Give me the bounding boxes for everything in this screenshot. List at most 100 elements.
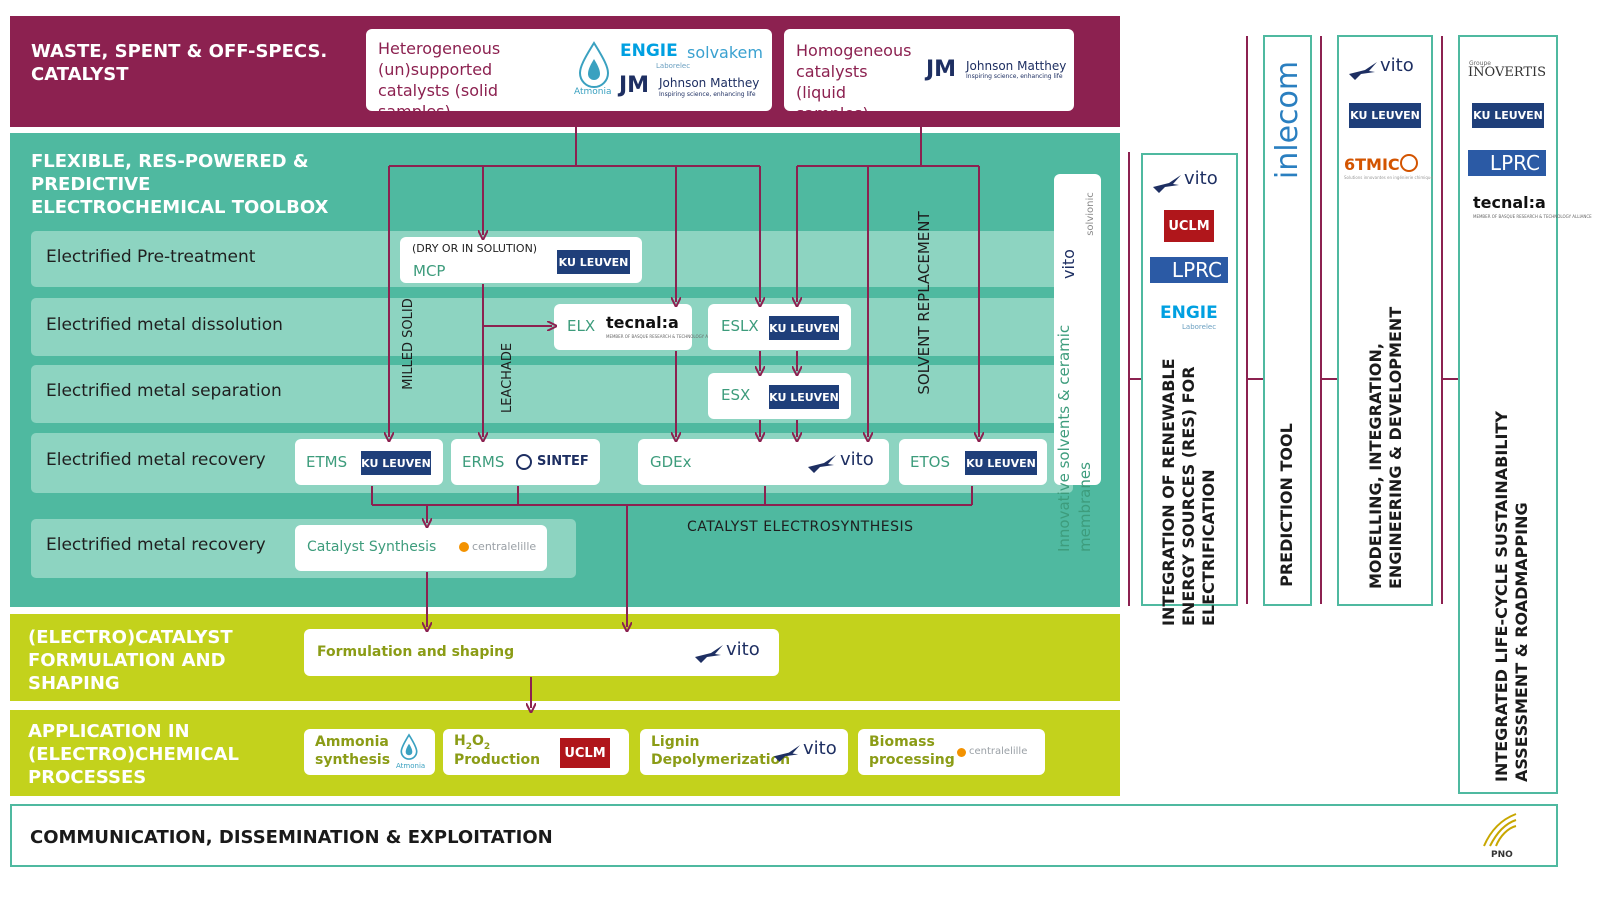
formulation-title: (ELECTRO)CATALYST FORMULATION AND SHAPIN…	[28, 627, 233, 694]
catalyst-synthesis-box: Catalyst Synthesis centralelille	[295, 525, 547, 571]
toolbox-title: FLEXIBLE, RES-POWERED & PREDICTIVE ELECT…	[31, 151, 329, 218]
uclm-logo: UCLM	[1164, 210, 1214, 242]
atmonia-wordmark: Atmonia	[574, 87, 612, 97]
homogeneous-label: Homogeneous catalysts (liquid samples)	[796, 41, 912, 123]
etms-label: ETMS	[306, 453, 348, 471]
side-connector	[1320, 36, 1322, 604]
centrale-lille-dot-icon	[459, 542, 469, 552]
side-connector	[1128, 378, 1142, 380]
vito-logo: vito	[840, 449, 874, 470]
h2o2-box: H2O2 Production UCLM	[443, 729, 629, 775]
centrale-lille-dot-icon	[957, 748, 966, 757]
vito-logo: vito	[726, 639, 760, 660]
vito-bird-icon	[1349, 62, 1377, 80]
tecnalia-logo: tecnal:a	[1473, 193, 1546, 212]
ku-leuven-logo: KU LEUVEN	[1349, 103, 1421, 128]
ku-leuven-logo: KU LEUVEN	[769, 316, 839, 340]
ammonia-box: Ammonia synthesis Atmonia	[304, 729, 435, 775]
elx-box: ELX tecnal:a MEMBER OF BASQUE RESEARCH &…	[554, 304, 725, 350]
lprc-logo: LPRC	[1150, 257, 1228, 283]
vito-logo: vito	[1184, 168, 1218, 189]
six-tmic-swirl-icon	[1400, 154, 1418, 172]
pno-logo-icon	[1483, 813, 1517, 847]
engie-logo: ENGIE	[1160, 303, 1218, 323]
esx-box: ESX KU LEUVEN	[708, 373, 851, 419]
row-separation	[31, 365, 1073, 423]
communication-band	[10, 804, 1558, 867]
vito-logo: vito	[1380, 55, 1414, 76]
tecnalia-sublabel: MEMBER OF BASQUE RESEARCH & TECHNOLOGY A…	[606, 334, 725, 339]
atmonia-logo: Atmonia	[574, 41, 614, 97]
esx-label: ESX	[721, 386, 751, 404]
jm-logo-mark: JM	[926, 57, 957, 82]
jm-tagline: Inspiring science, enhancing life	[659, 91, 756, 98]
gdex-label: GDEx	[650, 453, 692, 471]
inovertis-logo: INOVERTIS	[1468, 65, 1547, 80]
sintef-swirl-icon	[516, 454, 532, 470]
centrale-lille-logo: centralelille	[472, 540, 537, 553]
sintef-logo: SINTEF	[537, 454, 589, 469]
communication-title: COMMUNICATION, DISSEMINATION & EXPLOITAT…	[30, 827, 553, 848]
side-connector	[1441, 36, 1443, 604]
atmonia-wordmark: Atmonia	[396, 762, 426, 770]
side-connector	[1441, 378, 1459, 380]
side-connector	[1320, 378, 1338, 380]
inovertis-group-label: Groupe	[1469, 60, 1491, 67]
prediction-panel	[1263, 35, 1312, 606]
erms-label: ERMS	[462, 453, 505, 471]
engie-sublabel: Laborelec	[656, 62, 691, 70]
jm-tagline: Inspiring science, enhancing life	[966, 73, 1063, 80]
catalyst-electrosynthesis-label: CATALYST ELECTROSYNTHESIS	[687, 519, 914, 535]
jm-logo-mark: JM	[619, 73, 650, 98]
eslx-label: ESLX	[721, 317, 759, 335]
ku-leuven-logo: KU LEUVEN	[1472, 103, 1544, 128]
row-recovery-label: Electrified metal recovery	[46, 450, 266, 470]
atmonia-drop-icon	[578, 41, 610, 88]
vito-bird-icon	[774, 745, 800, 762]
ku-leuven-logo: KU LEUVEN	[769, 385, 839, 409]
atmonia-drop-icon	[400, 733, 418, 760]
mcp-box: (DRY OR IN SOLUTION) MCP KU LEUVEN	[400, 237, 642, 283]
row-dissolution-label: Electrified metal dissolution	[46, 315, 283, 335]
vito-bird-icon	[808, 455, 836, 473]
pno-logo: PNO	[1491, 850, 1513, 860]
catalyst-synthesis-label: Catalyst Synthesis	[307, 539, 437, 555]
row-recovery-synthesis-label: Electrified metal recovery	[46, 535, 266, 555]
ku-leuven-logo: KU LEUVEN	[557, 250, 630, 274]
gdex-box: GDEx vito	[638, 439, 889, 485]
ammonia-label: Ammonia synthesis	[315, 734, 391, 768]
ku-leuven-logo: KU LEUVEN	[965, 451, 1037, 475]
six-tmic-sublabel: Solutions innovantes en ingénierie chimi…	[1344, 175, 1433, 180]
engie-logo: ENGIE	[620, 41, 678, 61]
vito-bird-icon	[695, 645, 723, 663]
ku-leuven-logo: KU LEUVEN	[361, 451, 431, 475]
heterogeneous-box: Heterogeneous (un)supported catalysts (s…	[366, 29, 772, 121]
innovative-solvents-box	[1054, 174, 1101, 485]
biomass-label: Biomass processing	[869, 734, 955, 768]
uclm-logo: UCLM	[560, 738, 610, 768]
vito-logo: vito	[803, 738, 837, 759]
modelling-panel	[1337, 35, 1433, 606]
row-pretreatment-label: Electrified Pre-treatment	[46, 247, 256, 267]
homogeneous-box: Homogeneous catalysts (liquid samples) J…	[784, 29, 1074, 123]
solvakem-logo: solvakem	[687, 43, 763, 62]
h2o2-production-label: Production	[454, 752, 541, 768]
centrale-lille-logo: centralelille	[969, 746, 1028, 757]
erms-box: ERMS SINTEF	[451, 439, 600, 485]
six-tmic-logo: 6TMIC	[1344, 155, 1400, 174]
biomass-box: Biomass processing centralelille	[858, 729, 1045, 775]
johnson-matthey-logo: Johnson Matthey	[659, 76, 760, 90]
etos-box: ETOS KU LEUVEN	[899, 439, 1047, 485]
tecnalia-sublabel: MEMBER OF BASQUE RESEARCH & TECHNOLOGY A…	[1473, 214, 1592, 219]
formulation-box: Formulation and shaping vito	[304, 629, 779, 676]
etos-label: ETOS	[910, 453, 950, 471]
lignin-box: Lignin Depolymerization vito	[640, 729, 848, 775]
heterogeneous-label: Heterogeneous (un)supported catalysts (s…	[378, 39, 501, 121]
eslx-box: ESLX KU LEUVEN	[708, 304, 851, 350]
etms-box: ETMS KU LEUVEN	[295, 439, 443, 485]
h2o2-formula: H2O2	[454, 733, 491, 752]
johnson-matthey-logo: Johnson Matthey	[966, 59, 1067, 73]
side-connector	[1246, 378, 1264, 380]
mcp-label: MCP	[413, 262, 446, 280]
side-connector	[1246, 36, 1248, 604]
